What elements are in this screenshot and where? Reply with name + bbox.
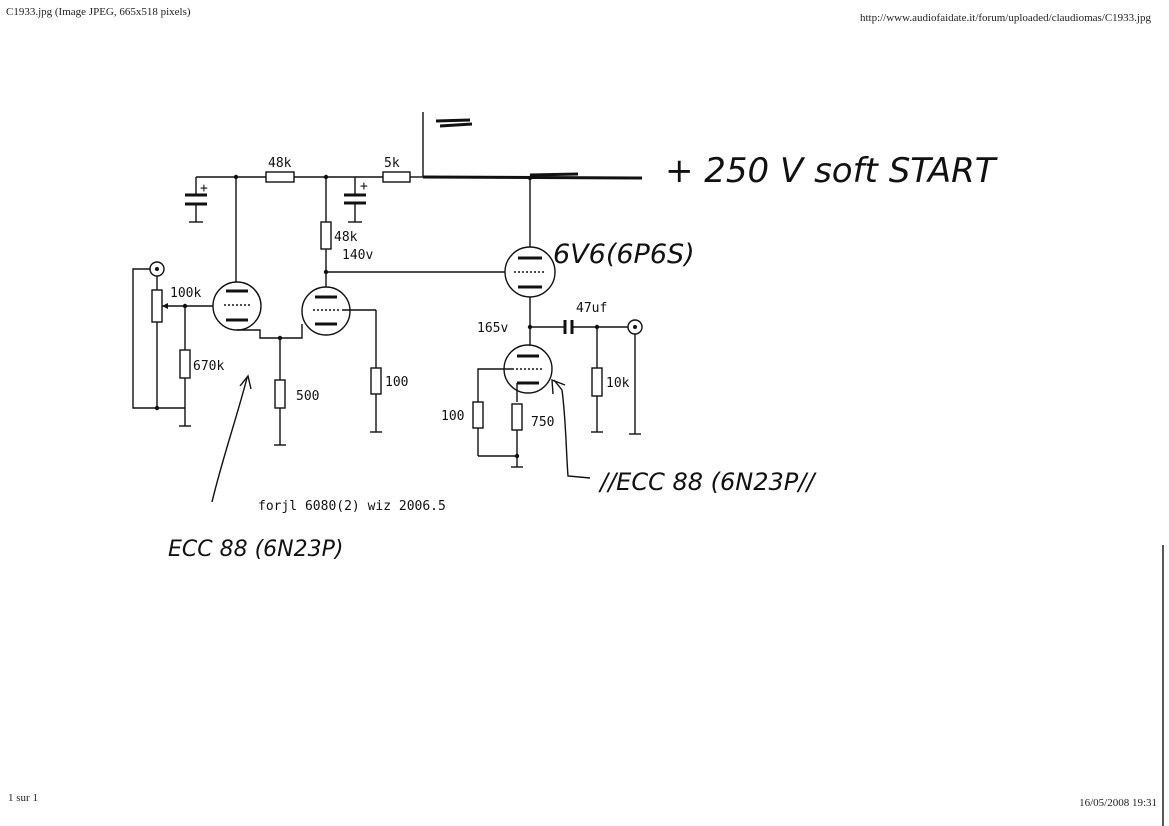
annotation-ecc88-right: //ECC 88 (6N23P//: [598, 468, 817, 496]
label-5k: 5k: [384, 156, 400, 171]
resistor-100-right: 100: [370, 367, 408, 433]
shared-cathode-wire: [237, 324, 303, 380]
label-100k: 100k: [170, 286, 201, 301]
annotation-supply: + 250 V soft START: [665, 151, 998, 191]
resistor-670k: 670k: [179, 306, 224, 427]
potentiometer-100k: 100k: [132, 268, 213, 411]
arrow-to-left-tube: [211, 374, 252, 503]
tube-ecc88-left-section: [212, 177, 262, 331]
label-100-left: 100: [441, 409, 464, 424]
print-header-title: C1933.jpg (Image JPEG, 665x518 pixels): [6, 6, 191, 18]
tube-6v6: 165v: [477, 178, 556, 345]
label-47uf: 47uf: [576, 301, 607, 316]
annotation-6v6: 6V6(6P6S): [553, 239, 695, 270]
tube-ecc88-lower: [477, 344, 553, 402]
svg-text:+: +: [360, 179, 368, 194]
filter-capacitor-left: +: [185, 177, 208, 223]
print-footer-datetime: 16/05/2008 19:31: [1079, 797, 1157, 809]
output-jack[interactable]: [627, 319, 643, 435]
label-48k-plate: 48k: [334, 230, 358, 245]
output-capacitor-47uf: 47uf: [530, 301, 628, 334]
resistor-100-left: 100: [441, 401, 484, 456]
arrow-to-lower-tube: [551, 378, 591, 479]
svg-text:+: +: [200, 181, 208, 196]
label-670k: 670k: [193, 359, 224, 374]
label-500: 500: [296, 389, 319, 404]
annotation-ecc88-left: ECC 88 (6N23P): [168, 537, 343, 562]
resistor-500: 500: [274, 379, 319, 446]
resistor-750: 750: [478, 403, 554, 468]
print-footer-page: 1 sur 1: [8, 792, 38, 804]
resistor-48k-top: 48k: [265, 156, 295, 183]
label-100-right: 100: [385, 375, 408, 390]
print-header-url: http://www.audiofaidate.it/forum/uploade…: [859, 12, 1151, 24]
b-plus-rail: [196, 112, 643, 181]
filter-capacitor-middle: +: [344, 177, 368, 223]
annotation-credit: forjl 6080(2) wiz 2006.5: [258, 499, 446, 514]
label-750: 750: [531, 415, 554, 430]
input-jack[interactable]: [149, 261, 165, 277]
label-48k-top: 48k: [268, 156, 292, 171]
resistor-5k: 5k: [382, 156, 411, 183]
label-165v: 165v: [477, 321, 508, 336]
resistor-10k: 10k: [591, 327, 630, 433]
label-10k: 10k: [606, 376, 630, 391]
resistor-48k-plate: 48k 140v: [320, 177, 373, 293]
label-140v: 140v: [342, 248, 373, 263]
tube-ecc88-right-section: [301, 286, 377, 368]
